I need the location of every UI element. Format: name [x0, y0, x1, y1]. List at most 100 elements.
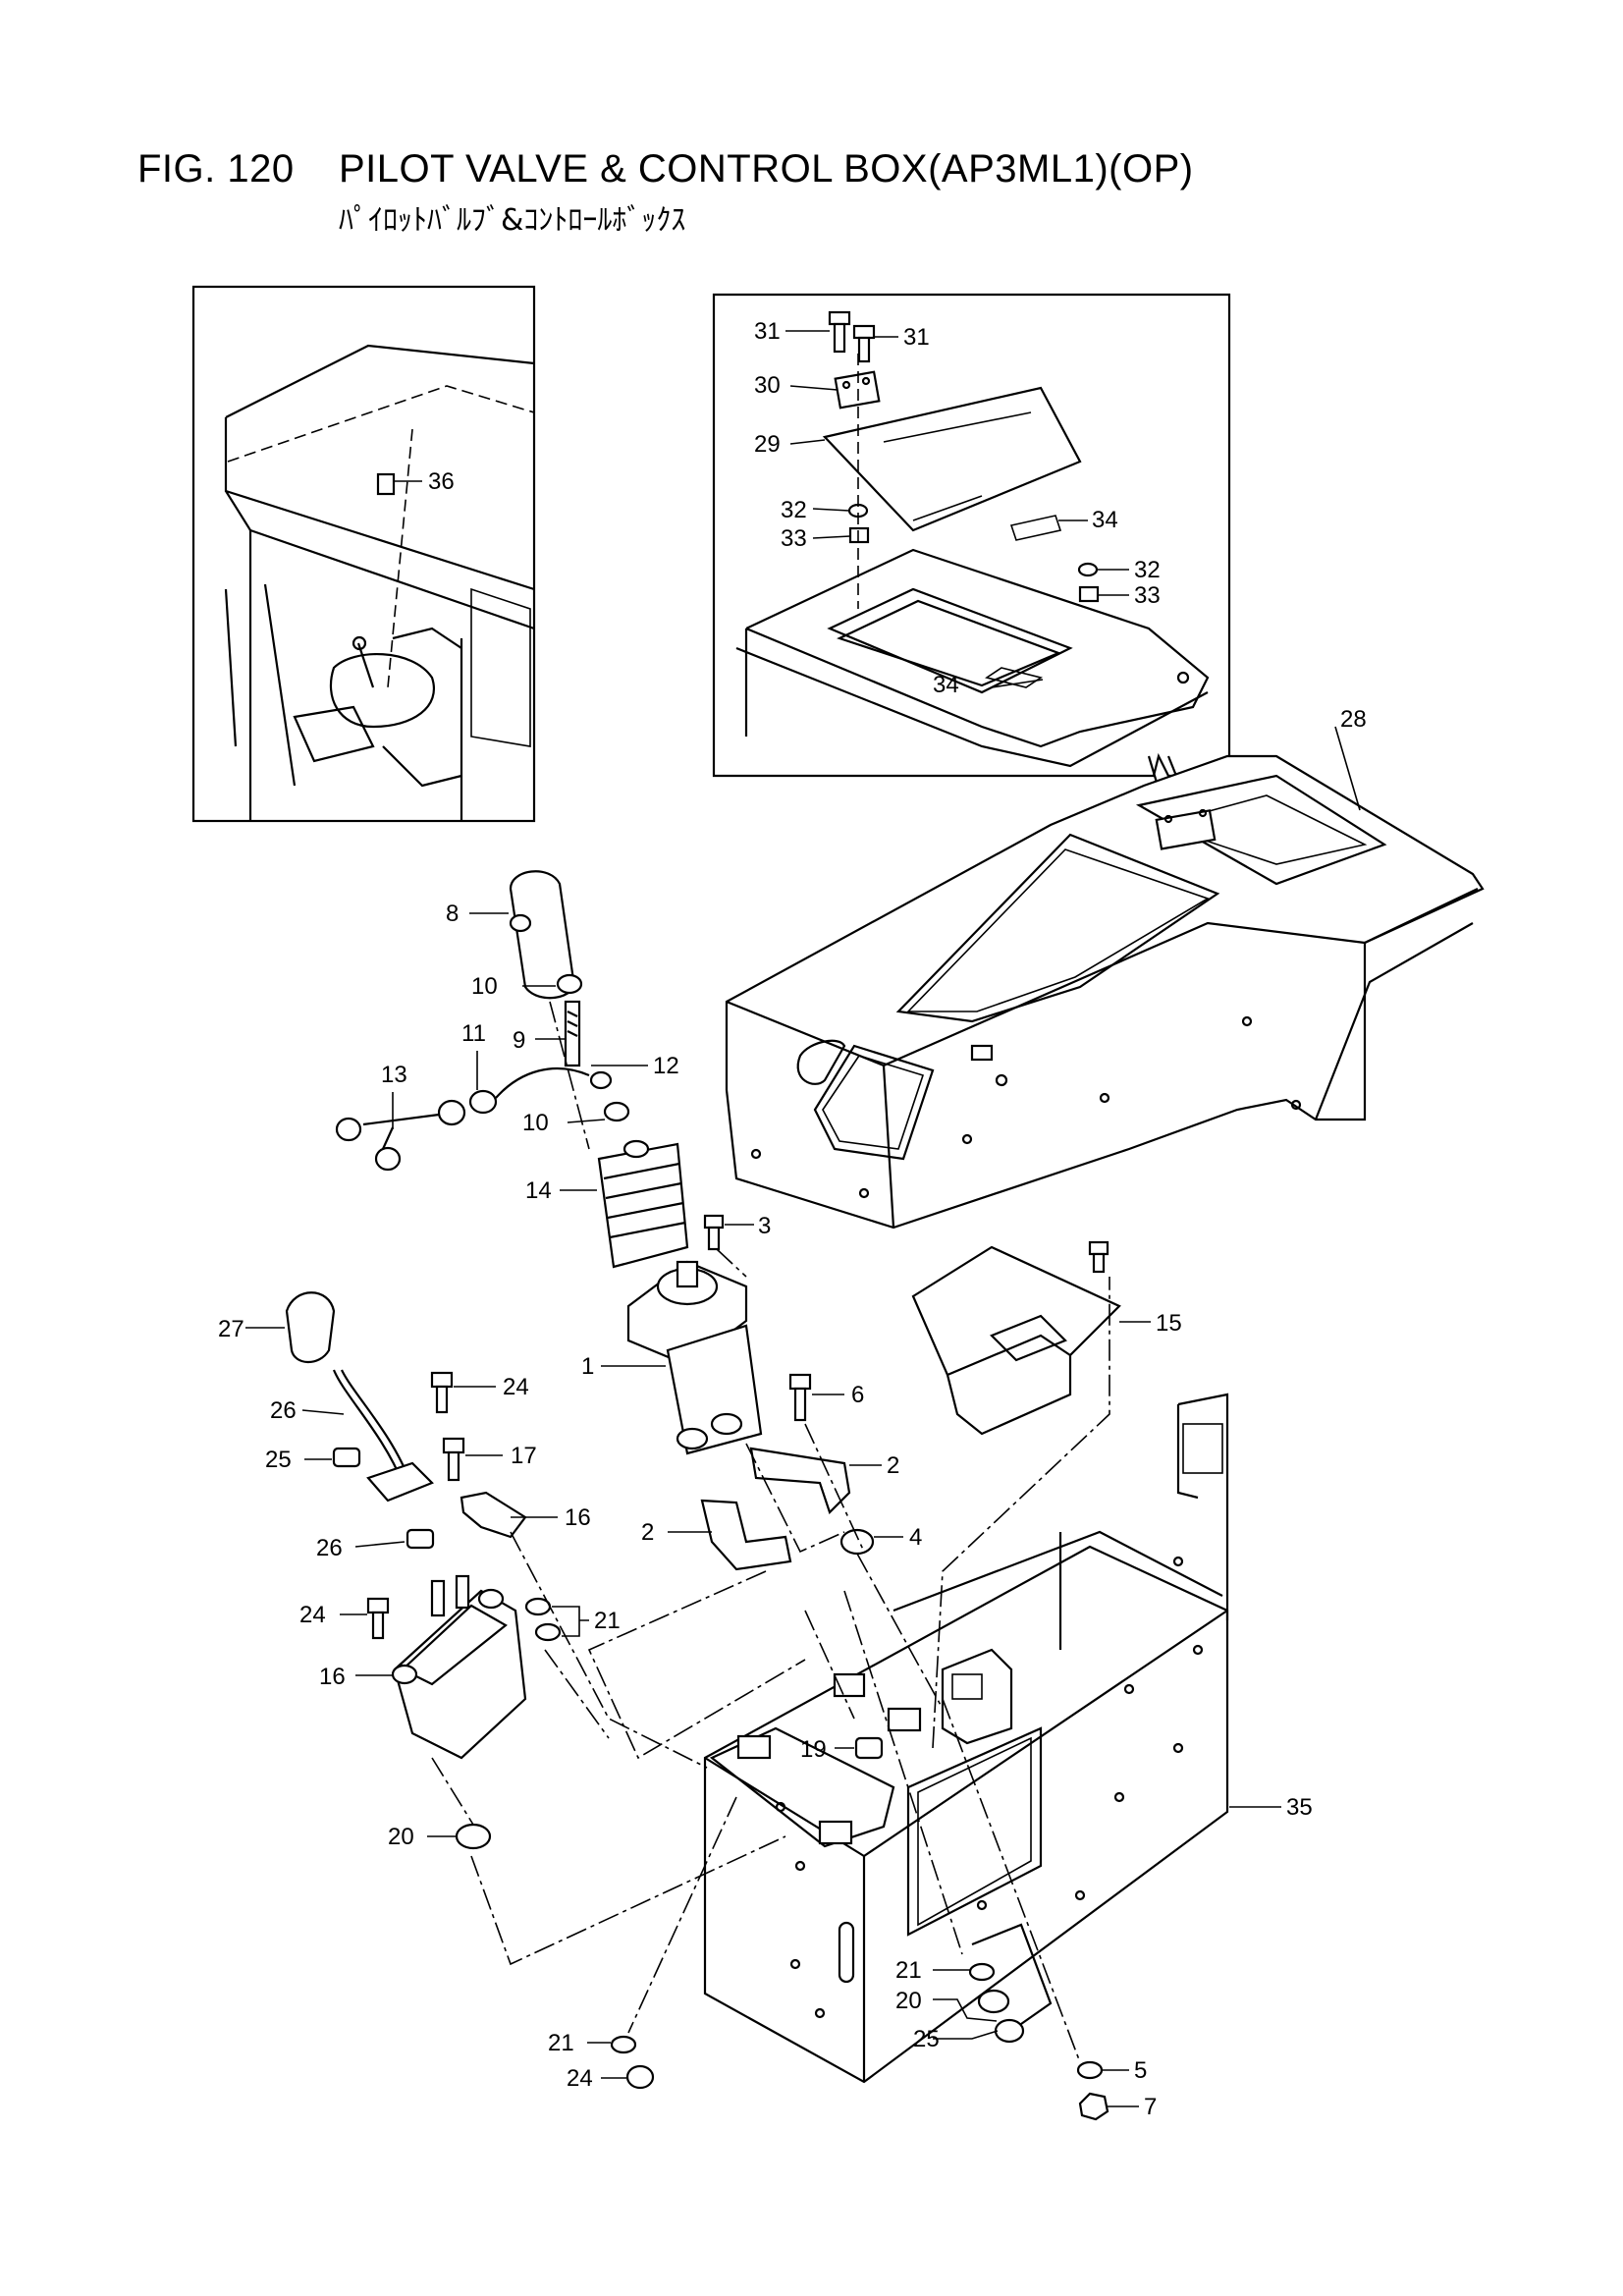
part-13-harness — [335, 1099, 466, 1172]
callout-23: 24 — [503, 1374, 529, 1400]
part-35-control-box — [703, 1393, 1229, 2084]
part-16-switch-box — [391, 1574, 527, 1760]
callout-33-left: 33 — [781, 525, 807, 552]
callout-21-right: 21 — [895, 1957, 922, 1984]
part-25-plate — [366, 1461, 434, 1503]
part-26-nut-lower — [406, 1528, 435, 1550]
callout-35: 35 — [1286, 1794, 1313, 1821]
part-21-washer-upper-b — [534, 1622, 562, 1642]
part-27-knob — [285, 1291, 336, 1364]
part-34-decal-upper — [1009, 515, 1062, 541]
callout-20-right: 20 — [895, 1988, 922, 2014]
part-32-washer-right — [1077, 562, 1099, 577]
part-30-bracket — [834, 370, 881, 410]
part-5-washer — [1076, 2060, 1104, 2080]
callout-32-left: 32 — [781, 497, 807, 523]
inset-cab-location: 36 — [191, 285, 536, 823]
callout-3: 3 — [758, 1213, 771, 1239]
figure-number: FIG. 120 — [137, 147, 295, 191]
callout-4: 4 — [909, 1524, 922, 1551]
part-24-nut-bottom — [625, 2064, 655, 2090]
part-17-plate — [460, 1491, 527, 1539]
callout-22: 24 — [299, 1602, 326, 1628]
part-33-nut-right — [1078, 585, 1100, 603]
part-33-nut — [848, 526, 870, 544]
callout-7: 7 — [1144, 2094, 1157, 2120]
part-36-decal — [376, 472, 396, 496]
callout-27: 27 — [218, 1316, 244, 1342]
callout-21-upper: 21 — [594, 1608, 621, 1634]
part-31-bolt-right — [852, 324, 876, 363]
part-6-bolt — [788, 1373, 812, 1422]
callout-16: 16 — [319, 1664, 346, 1690]
part-11-connector — [468, 1067, 590, 1115]
callout-33-right: 33 — [1134, 582, 1161, 609]
callout-18: 17 — [511, 1443, 537, 1469]
callout-20-left: 20 — [388, 1824, 414, 1850]
part-28-console-cover: 28 — [725, 706, 1485, 1230]
callout-15: 15 — [1156, 1310, 1182, 1337]
callout-13: 13 — [381, 1062, 407, 1088]
part-1-pilot-valve — [626, 1260, 763, 1455]
callout-31-left: 31 — [754, 318, 781, 345]
callout-25: 26 — [270, 1397, 297, 1424]
part-26-nut-upper — [332, 1447, 361, 1468]
part-34-decal-lower — [985, 667, 1043, 688]
callout-2-left: 2 — [641, 1519, 654, 1546]
part-19-nut — [854, 1736, 884, 1760]
part-20-grommet-right — [977, 1989, 1010, 2014]
part-8-knob — [509, 870, 576, 1000]
part-31-bolt-left — [828, 310, 851, 354]
callout-17: 16 — [565, 1504, 591, 1531]
callout-12: 12 — [653, 1053, 679, 1079]
callout-14: 14 — [525, 1177, 552, 1204]
part-2-bracket-left — [700, 1499, 792, 1571]
callout-24-bottom: 24 — [567, 2065, 593, 2092]
part-10-nut-upper — [556, 973, 583, 995]
part-23-bolt — [430, 1371, 454, 1414]
part-2-bracket-right — [749, 1447, 851, 1515]
callout-26-lower: 26 — [316, 1535, 343, 1561]
callout-9: 9 — [513, 1027, 525, 1054]
part-14-boot — [597, 1139, 689, 1269]
callout-28: 28 — [1340, 706, 1367, 733]
part-10-nut-lower — [603, 1101, 630, 1122]
callout-10-upper: 10 — [471, 973, 498, 1000]
callout-11: 11 — [461, 1020, 486, 1047]
callout-5: 5 — [1134, 2057, 1147, 2084]
callout-10-lower: 10 — [522, 1110, 549, 1136]
callout-32-right: 32 — [1134, 557, 1161, 583]
callout-24-right: 25 — [913, 2026, 940, 2052]
part-21-washer-bottom — [610, 2035, 637, 2054]
part-29-cover-plate — [822, 386, 1082, 532]
part-15-bracket — [911, 1240, 1121, 1436]
part-21-washer-right — [968, 1962, 996, 1982]
callout-1: 1 — [581, 1353, 594, 1380]
part-18-bolt — [442, 1437, 465, 1482]
part-7-nut — [1078, 2092, 1109, 2121]
part-20-grommet-left — [455, 1823, 492, 1850]
assembly-chain-lines — [431, 1001, 1110, 2063]
part-4-grommet — [839, 1528, 875, 1556]
callout-34-upper: 34 — [1092, 507, 1118, 533]
callout-8: 8 — [446, 901, 459, 927]
figure-title-block: FIG. 120 PILOT VALVE & CONTROL BOX(AP3ML1… — [137, 147, 1194, 239]
part-24-nut-right — [994, 2018, 1025, 2044]
callout-34-lower: 34 — [933, 672, 959, 698]
part-25-lever — [332, 1369, 405, 1484]
callout-6: 6 — [851, 1382, 864, 1408]
callout-2-right: 2 — [887, 1452, 899, 1479]
callout-30: 30 — [754, 372, 781, 399]
part-9-lever — [564, 1000, 613, 1090]
figure-name: PILOT VALVE & CONTROL BOX(AP3ML1)(OP) — [339, 147, 1194, 191]
figure-subtitle-japanese: ﾊﾟｲﾛｯﾄﾊﾞﾙﾌﾞ&ｺﾝﾄﾛｰﾙﾎﾞｯｸｽ — [339, 203, 686, 238]
part-3-bolt — [703, 1214, 725, 1251]
callout-31-right: 31 — [903, 324, 930, 351]
callout-19: 19 — [800, 1736, 827, 1763]
part-22-bolt — [366, 1597, 390, 1640]
callout-29: 29 — [754, 431, 781, 458]
inset-cover-detail: 31 31 30 29 32 33 34 32 33 34 — [712, 293, 1231, 806]
callout-26-upper: 25 — [265, 1447, 292, 1473]
callout-36: 36 — [428, 468, 455, 495]
